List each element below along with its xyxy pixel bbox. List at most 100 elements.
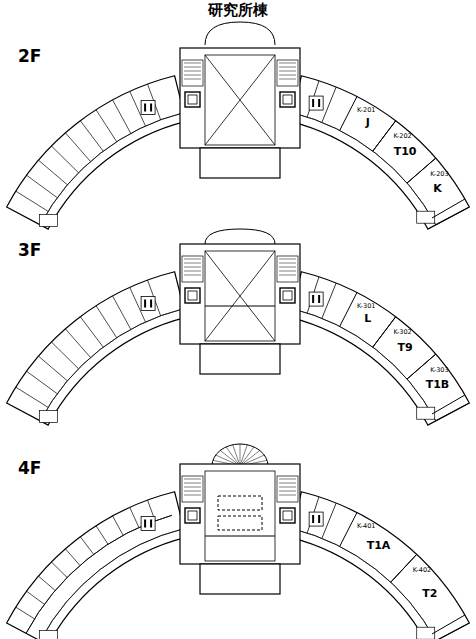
stair (417, 407, 435, 419)
partition-wall (113, 516, 124, 535)
building-wing (7, 492, 186, 639)
room-wall (340, 97, 357, 131)
partition-wall (436, 403, 470, 421)
floor-drawing (7, 22, 470, 229)
corridor-wall (26, 515, 172, 633)
room-number: K-303 (430, 366, 448, 374)
floor-label: 2F (18, 46, 41, 66)
partition-wall (51, 146, 78, 173)
partition-wall (38, 356, 67, 381)
stair (417, 627, 435, 639)
room-wall (373, 317, 396, 347)
room-number: K-401 (357, 522, 375, 530)
toilet-icon (141, 100, 155, 114)
stair (39, 215, 57, 227)
toilet-symbol (313, 295, 319, 303)
partition-wall (322, 503, 336, 538)
room-wall (340, 293, 357, 327)
toilet-icon (141, 296, 155, 310)
building-wing (7, 76, 186, 229)
center-block (180, 229, 300, 374)
corridor-wall (40, 309, 184, 421)
room-name: T10 (394, 144, 417, 157)
partition-wall (65, 549, 79, 566)
partition-wall (80, 537, 93, 555)
corridor-wall (292, 113, 436, 225)
building-wing (290, 492, 469, 639)
partition-wall (322, 87, 336, 122)
room-number: K-203 (430, 170, 448, 178)
partition-wall (27, 175, 58, 197)
room-wall (432, 395, 465, 414)
partition-wall (80, 121, 103, 151)
partition-wall (96, 306, 117, 338)
room-name: T1B (426, 377, 450, 390)
room-wall (373, 121, 396, 151)
toilet-icon (141, 516, 155, 530)
partition-wall (96, 110, 117, 142)
room-wall (340, 513, 357, 547)
partition-wall (65, 329, 90, 358)
partition-wall (51, 342, 78, 369)
room-name: T1A (367, 539, 391, 552)
room: T1BK-303 (424, 376, 452, 391)
room-wall (391, 554, 417, 582)
plan-title: 研究所棟 (208, 1, 268, 20)
room: T2K-402 (420, 586, 439, 601)
toilet-symbol (145, 519, 151, 527)
partition-wall (130, 507, 139, 527)
room-wall (373, 121, 396, 151)
partition-wall (113, 296, 131, 329)
center-block (180, 444, 300, 594)
building-wing (290, 76, 469, 229)
partition-wall (436, 207, 470, 225)
toilet-icon (309, 292, 323, 306)
room-name: K (433, 181, 442, 194)
room-number: K-201 (357, 106, 375, 114)
corridor-wall (292, 529, 436, 639)
floor-label: 3F (18, 240, 41, 260)
room-wall (373, 317, 396, 347)
toilet-symbol (313, 99, 319, 107)
partition-wall (16, 387, 48, 407)
toilet-symbol (313, 515, 319, 523)
partition-wall (322, 283, 336, 318)
building-wing (7, 272, 186, 425)
room-name: T2 (422, 587, 437, 600)
stair (417, 211, 435, 223)
room: JK-201 (364, 115, 372, 130)
partition-wall (16, 607, 35, 619)
room: T10K-202 (392, 143, 419, 158)
partition-wall (27, 591, 45, 604)
room-number: K-301 (357, 302, 375, 310)
partition-wall (51, 562, 67, 577)
floor-label: 4F (18, 458, 41, 478)
room-wall (432, 199, 465, 218)
partition-wall (27, 371, 58, 393)
room-name: J (366, 116, 370, 129)
room-number: K-202 (393, 131, 411, 139)
room-name: L (364, 312, 371, 325)
room: LK-301 (362, 311, 373, 326)
room: T9K-302 (395, 339, 414, 354)
stair (39, 631, 57, 639)
partition-wall (113, 100, 131, 133)
building-wing (290, 272, 469, 425)
room-number: K-402 (413, 566, 431, 574)
toilet-icon (309, 96, 323, 110)
corridor-wall (292, 309, 436, 421)
corridor-wall (40, 529, 184, 639)
partition-wall (80, 317, 103, 347)
stair (39, 411, 57, 423)
partition-wall (436, 623, 470, 639)
room-number: K-302 (393, 327, 411, 335)
toilet-symbol (145, 103, 151, 111)
partition-wall (38, 160, 67, 185)
toilet-symbol (145, 299, 151, 307)
room-name: T9 (397, 340, 412, 353)
floor-drawing (7, 444, 470, 639)
room: KK-203 (431, 180, 444, 195)
room: T1AK-401 (365, 538, 393, 553)
corridor-wall (40, 113, 184, 225)
